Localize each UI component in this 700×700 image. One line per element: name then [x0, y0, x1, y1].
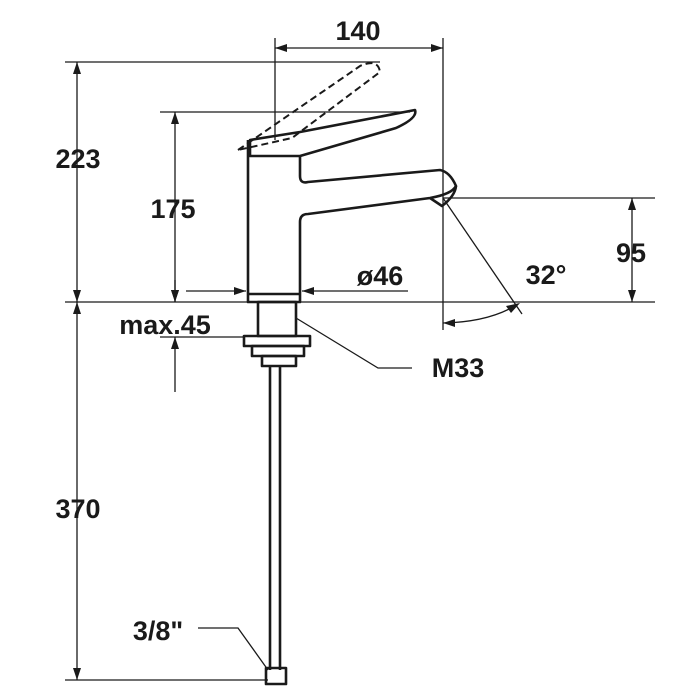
label-175: 175 — [150, 194, 195, 224]
label-max-thickness: max.45 — [119, 310, 211, 340]
dimension-max45 — [171, 280, 179, 392]
dimension-diameter46 — [186, 287, 408, 295]
supply-hoses — [264, 366, 288, 686]
dimension-95 — [628, 198, 636, 302]
label-370: 370 — [55, 494, 100, 524]
thread-leader — [295, 317, 412, 369]
label-connection: 3/8" — [133, 616, 183, 646]
label-diameter: ø46 — [357, 261, 404, 291]
label-223: 223 — [55, 144, 100, 174]
faucet-body — [237, 62, 458, 304]
dimension-370 — [73, 302, 81, 680]
label-angle: 32° — [526, 260, 567, 290]
connection-leader — [198, 627, 269, 671]
label-thread: M33 — [432, 353, 485, 383]
faucet-base — [242, 300, 312, 368]
label-140: 140 — [335, 16, 380, 46]
dimension-angle32 — [442, 197, 523, 327]
dimension-140 — [275, 44, 443, 52]
dimension-223 — [73, 62, 81, 302]
label-95: 95 — [616, 238, 646, 268]
extension-lines — [65, 38, 655, 681]
